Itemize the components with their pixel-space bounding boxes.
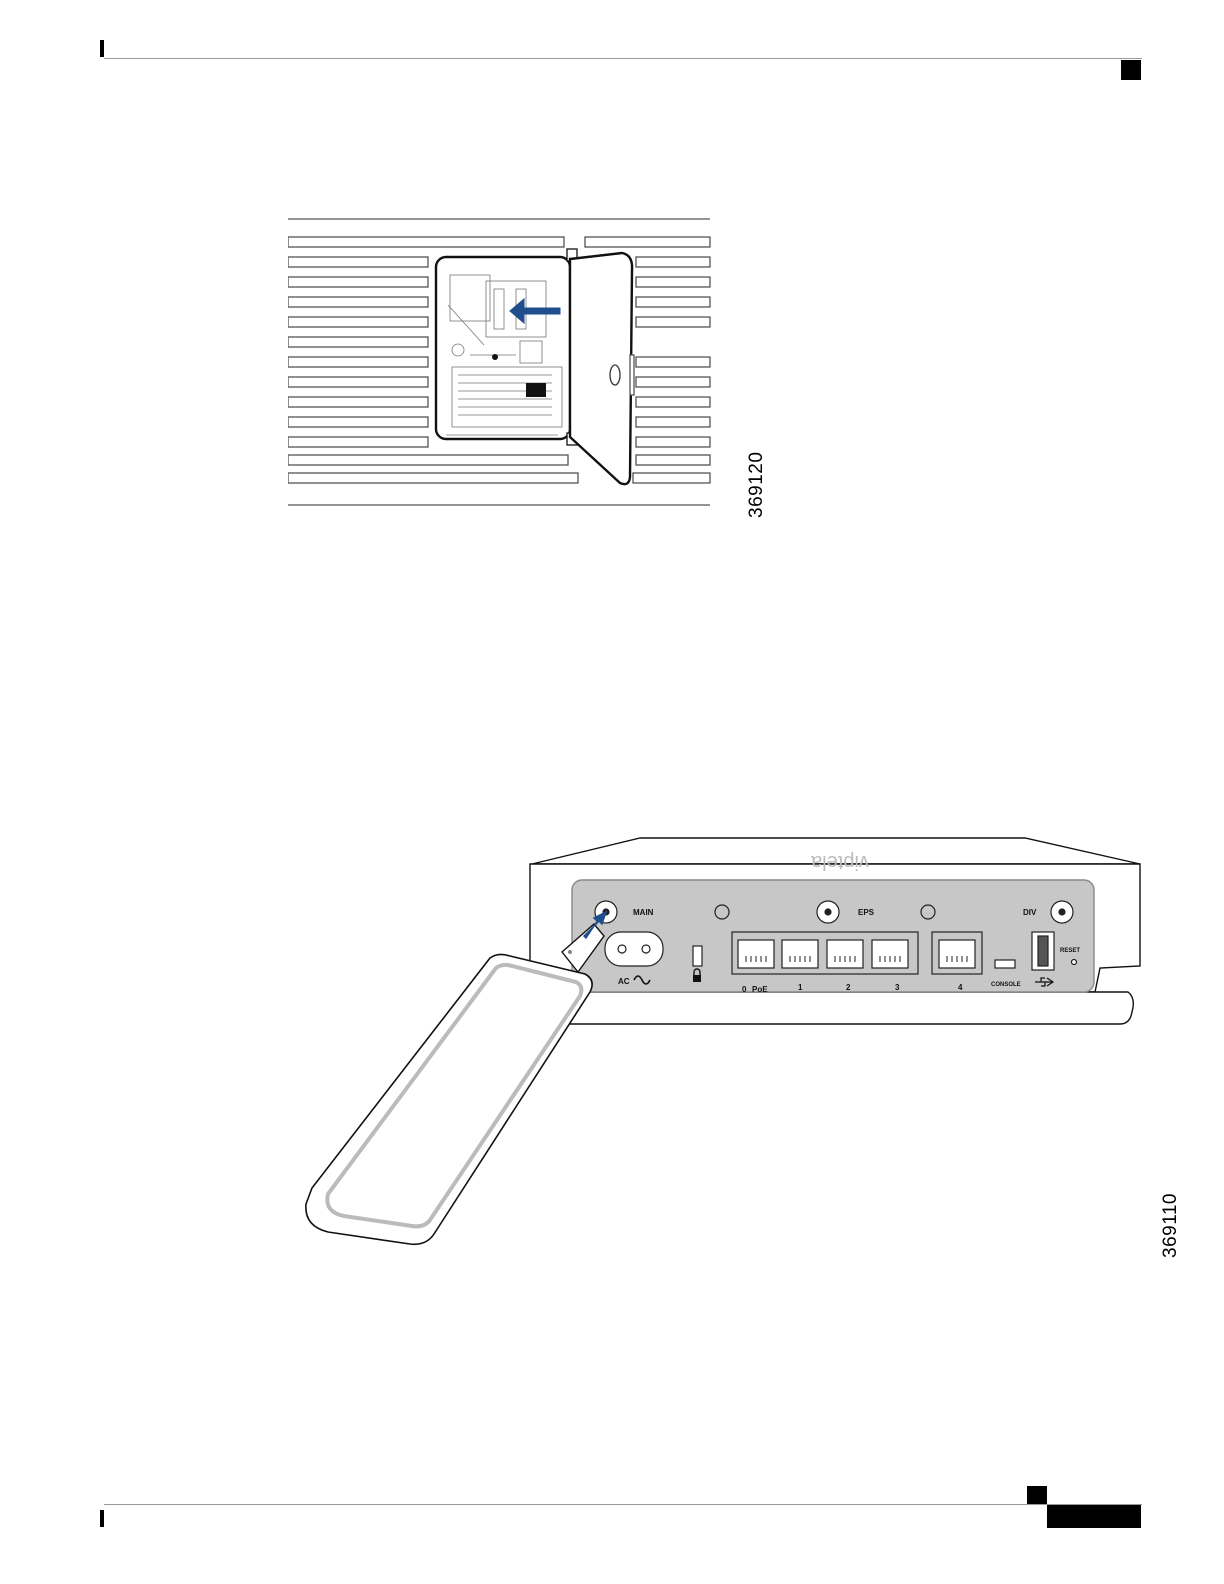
label-port-3: 3 [895,983,900,992]
brand-watermark: viptela [810,851,869,873]
label-port-0: 0 [742,985,747,994]
header-page-marker [1121,60,1141,80]
sim-slot-figure [288,215,713,510]
label-console: CONSOLE [991,982,1021,988]
label-ac: AC [618,977,630,986]
header-margin-tick [100,40,104,57]
header-rule [104,58,1142,59]
antenna [306,924,604,1244]
label-port-2: 2 [846,983,851,992]
label-main: MAIN [633,908,654,917]
footer-rule [104,1504,1142,1505]
label-reset: RESET [1060,948,1080,954]
sim-slot-illustration [288,215,713,510]
figure-id-369110: 369110 [1160,1193,1182,1258]
footer-margin-tick [100,1510,104,1527]
label-poe: PoE [752,985,768,994]
label-port-1: 1 [798,983,803,992]
footer-page-number-bar [1047,1505,1141,1528]
router-rear-illustration: viptela [300,832,1150,1252]
label-port-4: 4 [958,983,963,992]
footer-page-marker [1027,1486,1047,1504]
antenna-install-figure: viptela [300,832,1150,1252]
figure-id-369120: 369120 [746,452,768,518]
label-eps: EPS [858,908,875,917]
brand-text: viptela [810,851,869,873]
label-div: DIV [1023,908,1037,917]
